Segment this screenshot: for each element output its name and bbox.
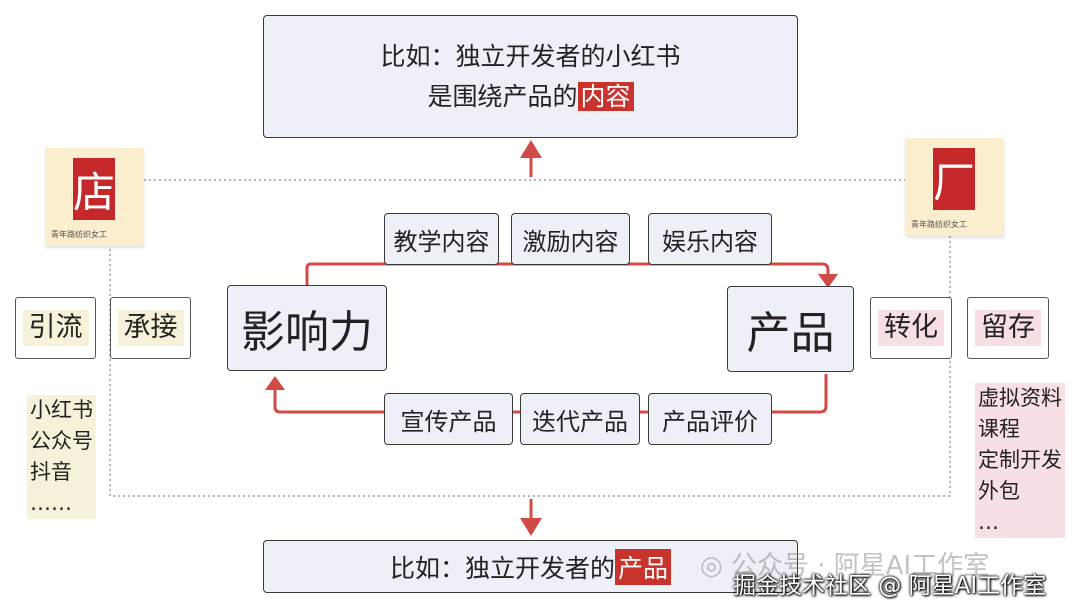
- node-product-label: 产品: [746, 308, 835, 359]
- label-motivation-content-text: 激励内容: [522, 227, 619, 256]
- loop-arrow-top: [305, 262, 830, 285]
- node-product: 产品: [727, 286, 854, 372]
- watermark-text: 公众号 · 阿星AI工作室: [730, 551, 990, 581]
- watermark: ◎ 公众号 · 阿星AI工作室: [700, 545, 989, 582]
- offering-list-item: …: [975, 507, 1065, 538]
- channel-list-item: 公众号: [27, 426, 96, 457]
- top-note-line2: 是围绕产品的内容: [427, 77, 634, 117]
- channel-list: 小红书 公众号 抖音 ……: [27, 395, 96, 519]
- stamp-factory-glyph: 厂: [933, 148, 975, 210]
- stamp-shop-caption: 青年路纺织女工: [51, 230, 107, 239]
- offering-list-item: 课程: [975, 414, 1065, 445]
- tag-undertake: 承接: [110, 297, 191, 359]
- tag-conversion: 转化: [870, 297, 952, 359]
- top-note-box: 比如：独立开发者的小红书 是围绕产品的内容: [263, 15, 798, 138]
- top-note-line1: 比如：独立开发者的小红书: [380, 41, 681, 71]
- stamp-factory: 厂 青年路纺织女工: [905, 138, 1003, 236]
- label-iterate-product-text: 迭代产品: [532, 407, 628, 436]
- offering-list-item: 外包: [975, 476, 1065, 507]
- offering-list-item: 定制开发: [975, 445, 1065, 476]
- label-iterate-product: 迭代产品: [520, 393, 640, 445]
- offering-list-item: 虚拟资料: [975, 383, 1065, 414]
- tag-undertake-text: 承接: [117, 310, 184, 346]
- brand-caption: 掘金技术社区 @ 阿星AI工作室: [733, 573, 1047, 599]
- tag-retention-text: 留存: [975, 310, 1041, 346]
- channel-list-item: 小红书: [27, 395, 96, 426]
- wechat-icon: ◎: [700, 551, 731, 581]
- label-entertainment-content-text: 娱乐内容: [662, 227, 758, 256]
- label-product-review: 产品评价: [648, 393, 772, 445]
- top-note-highlight: 内容: [577, 81, 634, 111]
- label-teaching-content-text: 教学内容: [393, 227, 490, 256]
- tag-traffic-text: 引流: [22, 310, 89, 346]
- stamp-factory-caption: 青年路纺织女工: [911, 220, 967, 229]
- channel-list-item: 抖音: [27, 457, 96, 488]
- node-influence: 影响力: [227, 285, 387, 371]
- channel-list-item: ……: [27, 488, 96, 519]
- stamp-shop-glyph: 店: [73, 158, 115, 220]
- stamp-shop: 店 青年路纺织女工: [45, 148, 143, 246]
- offering-list: 虚拟资料 课程 定制开发 外包 …: [975, 383, 1065, 538]
- top-note-line2-text: 是围绕产品的: [427, 81, 578, 111]
- bottom-note-box: 比如：独立开发者的产品: [263, 540, 798, 593]
- label-promote-product: 宣传产品: [384, 393, 513, 445]
- bottom-note-text: 比如：独立开发者的: [389, 553, 615, 583]
- tag-retention: 留存: [967, 297, 1049, 359]
- label-motivation-content: 激励内容: [511, 213, 630, 265]
- node-influence-label: 影响力: [241, 307, 373, 358]
- label-promote-product-text: 宣传产品: [400, 407, 497, 436]
- dotted-frame: [109, 179, 951, 497]
- label-product-review-text: 产品评价: [662, 407, 758, 436]
- tag-traffic: 引流: [15, 297, 96, 359]
- tag-conversion-text: 转化: [878, 310, 944, 346]
- label-teaching-content: 教学内容: [384, 213, 499, 265]
- label-entertainment-content: 娱乐内容: [648, 213, 772, 265]
- bottom-note-highlight: 产品: [615, 548, 672, 585]
